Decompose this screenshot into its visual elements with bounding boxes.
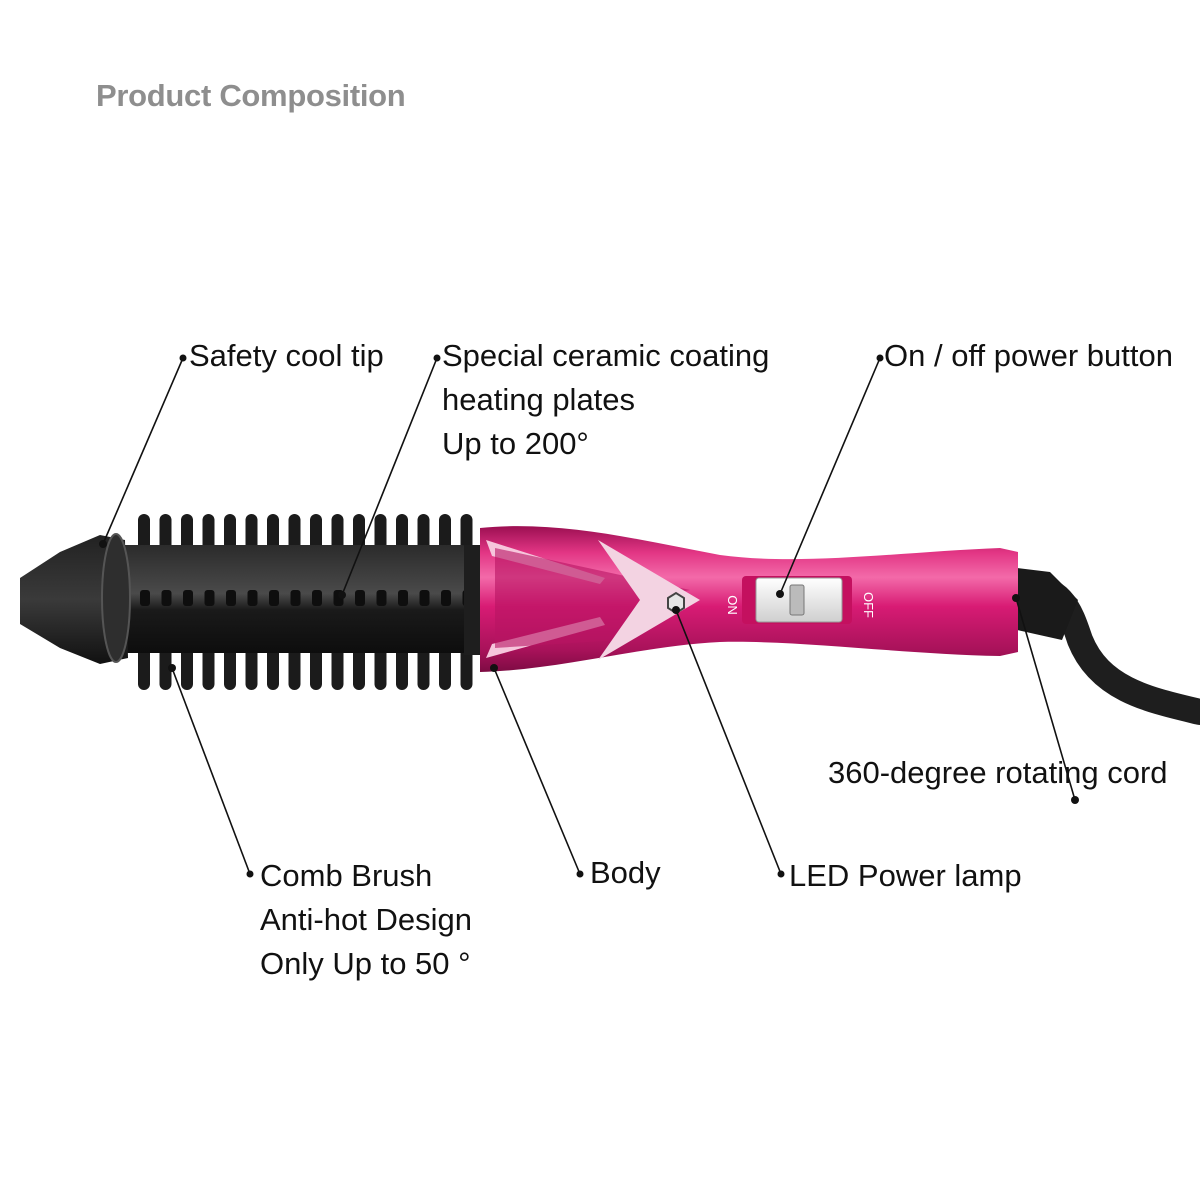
dot-rotating-cord: [1071, 796, 1079, 804]
dot-rotating-cord-end: [1012, 594, 1020, 602]
barrel-ridge: [419, 590, 430, 606]
bristle: [288, 642, 301, 690]
leader-comb-brush: [171, 667, 251, 875]
dot-ceramic-plates: [433, 354, 441, 362]
leader-rotating-cord: [1015, 597, 1076, 801]
callout-comb-brush: Comb Brush Anti-hot Design Only Up to 50…: [260, 854, 472, 986]
leader-body: [493, 667, 581, 875]
bristle: [353, 642, 365, 690]
bristle: [138, 642, 150, 690]
barrel-ridge: [161, 590, 172, 606]
callout-body: Body: [590, 851, 661, 895]
dot-power-button-end: [776, 590, 784, 598]
barrel-ridge: [269, 590, 279, 606]
dot-power-button: [876, 354, 884, 362]
cord-strain-relief: [1000, 566, 1078, 640]
callout-line: Only Up to 50 °: [260, 946, 471, 981]
body-v-highlight: [598, 540, 700, 660]
callout-led-lamp: LED Power lamp: [789, 854, 1022, 898]
barrel-ridge: [290, 590, 301, 606]
leader-ceramic-plates: [341, 357, 438, 596]
callout-rotating-cord: 360-degree rotating cord: [828, 751, 1168, 795]
leader-safety-cool-tip: [102, 357, 184, 545]
bristle: [202, 642, 215, 690]
body-v-chrome: [495, 548, 690, 648]
dot-comb-brush: [246, 870, 254, 878]
bristle: [331, 642, 344, 690]
barrel-ridge: [398, 590, 408, 606]
switch-off-label: OFF: [861, 592, 876, 618]
barrel-ridge: [183, 590, 193, 606]
barrel-ridge: [140, 590, 150, 606]
switch-on-label: ON: [725, 595, 740, 615]
bristle: [245, 642, 258, 690]
callout-line: Up to 200°: [442, 426, 589, 461]
bristle: [159, 642, 172, 690]
bristle: [267, 642, 279, 690]
callout-line: Body: [590, 855, 661, 890]
bristle: [374, 642, 387, 690]
bristle: [310, 642, 322, 690]
barrel-ridge: [355, 590, 365, 606]
barrel-ridge: [312, 590, 322, 606]
barrel-ridge: [204, 590, 215, 606]
barrel-ridges: [140, 590, 473, 606]
bristle: [224, 642, 236, 690]
callout-ceramic-plates: Special ceramic coating heating plates U…: [442, 334, 769, 466]
page-title: Product Composition: [96, 78, 406, 113]
callout-line: heating plates: [442, 382, 636, 417]
callout-line: Safety cool tip: [189, 338, 384, 373]
switch-slider: [789, 584, 805, 616]
dot-led-lamp-end: [672, 606, 680, 614]
bristle: [439, 642, 451, 690]
bristle: [181, 642, 193, 690]
dot-body: [576, 870, 584, 878]
barrel-ridge: [247, 590, 258, 606]
callout-safety-cool-tip: Safety cool tip: [189, 334, 384, 378]
dot-ceramic-plates-end: [338, 591, 346, 599]
led-power-lamp: [667, 591, 685, 615]
dot-led-lamp: [777, 870, 785, 878]
dot-safety-cool-tip: [179, 354, 187, 362]
barrel-ridge: [441, 590, 451, 606]
callout-line: 360-degree rotating cord: [828, 755, 1168, 790]
dot-body-end: [490, 664, 498, 672]
body-collar: [464, 545, 484, 655]
callout-line: Comb Brush: [260, 858, 433, 893]
leader-led-lamp: [675, 609, 782, 875]
callout-line: Anti-hot Design: [260, 902, 472, 937]
tip-ring: [101, 533, 131, 663]
safety-cool-tip-shape: [20, 535, 128, 664]
dot-comb-brush-end: [168, 664, 176, 672]
barrel-ridge: [376, 590, 387, 606]
bristle: [417, 642, 430, 690]
bristle: [396, 642, 408, 690]
callout-line: On / off power button: [884, 338, 1173, 373]
callout-power-button: On / off power button: [884, 334, 1173, 378]
leader-power-button: [779, 357, 881, 595]
dot-safety-cool-tip-end: [99, 540, 107, 548]
callout-line: Special ceramic coating: [442, 338, 770, 373]
barrel-ridge: [226, 590, 236, 606]
callout-line: LED Power lamp: [789, 858, 1022, 893]
